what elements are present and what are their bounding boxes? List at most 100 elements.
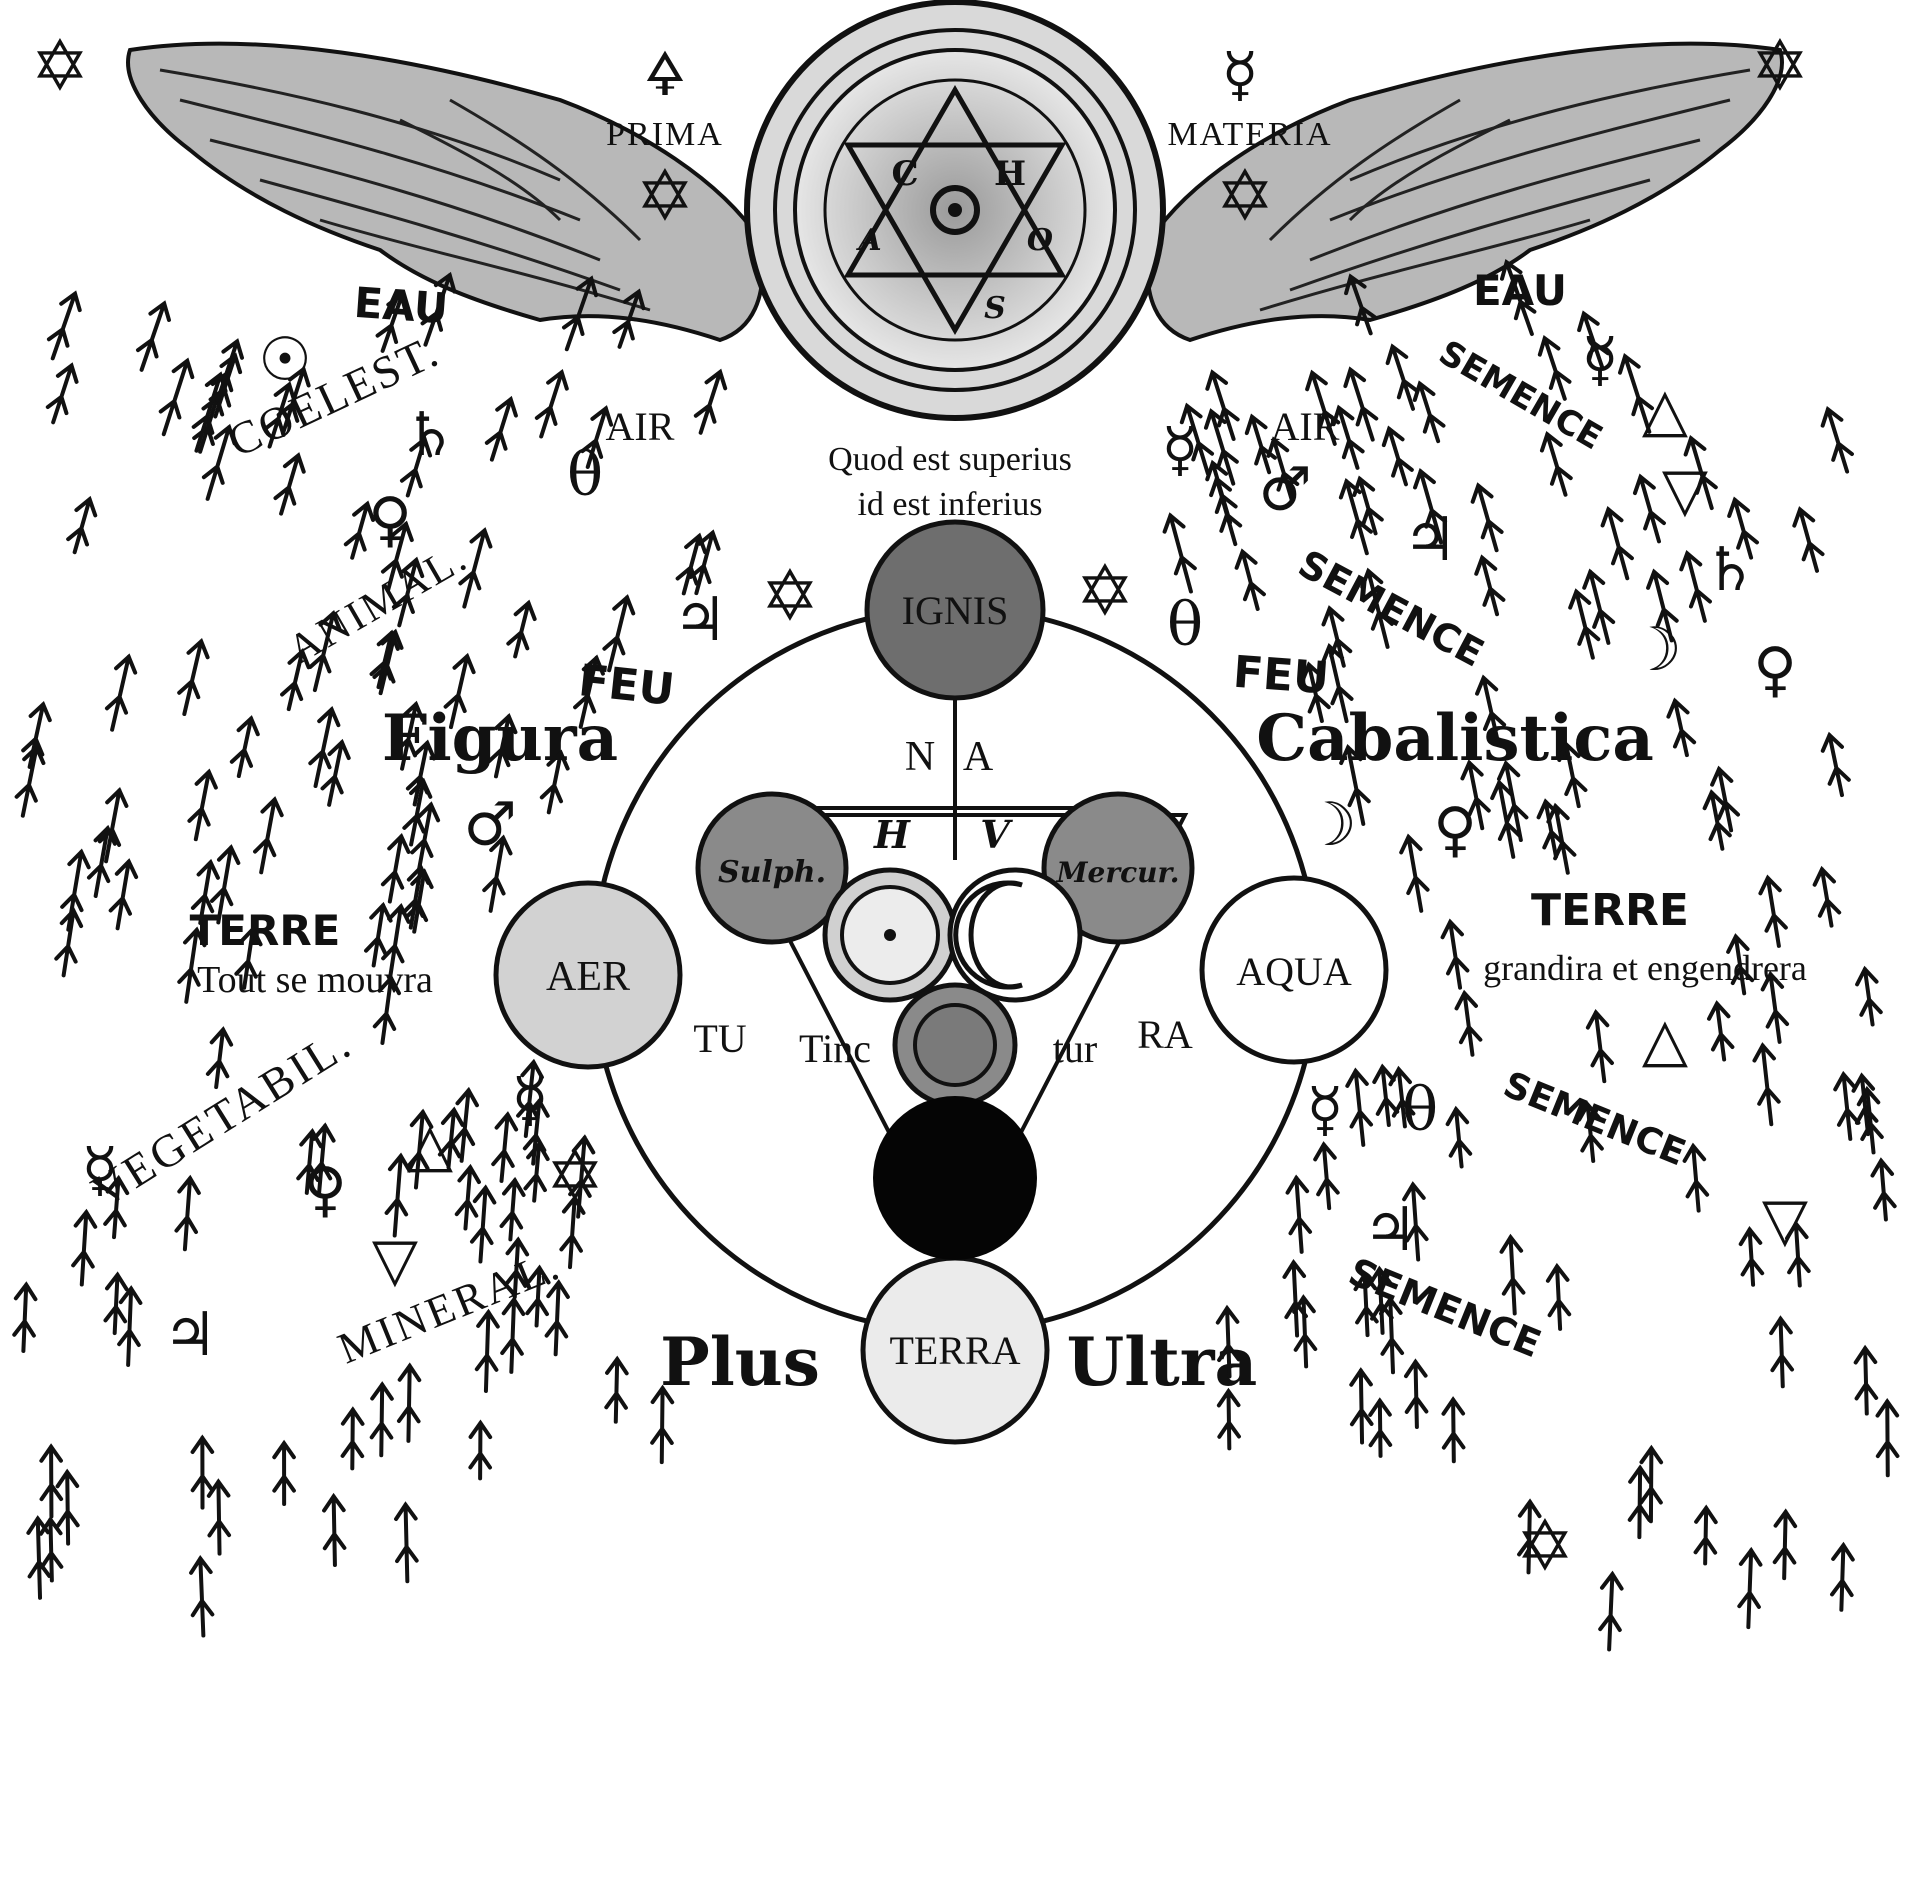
arrow-mark	[1399, 833, 1430, 913]
arrow-mark	[1679, 550, 1712, 623]
arrow-mark	[1856, 1085, 1884, 1155]
arrow-mark	[71, 1208, 98, 1287]
arrow-mark	[1726, 933, 1755, 996]
arrow-mark	[1305, 369, 1341, 446]
arrow-mark	[1875, 1398, 1900, 1478]
arrow-mark	[469, 1184, 497, 1264]
arrow-mark	[308, 706, 341, 789]
arrow-mark	[1368, 1397, 1393, 1458]
arrow-mark	[206, 1478, 232, 1556]
na-a-label: A	[963, 734, 994, 780]
theta-icon: θ	[1167, 590, 1203, 660]
arrow-mark	[1568, 588, 1601, 660]
arrow-mark	[1666, 697, 1697, 758]
arrow-mark	[468, 1419, 493, 1481]
na-n-label: N	[905, 734, 935, 780]
arrow-mark	[55, 1468, 80, 1546]
chaos-letter-c: C	[891, 154, 918, 194]
arrow-mark	[229, 715, 260, 779]
arrow-mark	[420, 271, 457, 347]
arrow-mark	[296, 1127, 323, 1195]
arrow-mark	[1162, 512, 1197, 594]
arrow-mark	[506, 599, 537, 659]
arrow-mark	[66, 495, 98, 555]
arrow-mark	[1737, 1546, 1763, 1630]
arrow-mark	[343, 500, 376, 560]
chaos-letter-o: O	[1027, 223, 1053, 258]
arrow-mark	[1851, 1072, 1879, 1137]
arrow-mark	[1368, 1265, 1394, 1335]
arrow-mark	[103, 1174, 130, 1240]
left-wing	[126, 41, 765, 343]
arrow-mark	[1321, 605, 1353, 668]
arrow-mark	[1855, 965, 1883, 1027]
chaos-letter-s: S	[984, 291, 1006, 326]
arrow-mark	[474, 1308, 500, 1393]
arrow-mark	[253, 796, 284, 875]
terra-disc: TERRA	[860, 1255, 1050, 1445]
arrow-mark	[1820, 405, 1854, 474]
arrow-mark	[544, 1279, 570, 1357]
arrow-mark	[364, 901, 393, 968]
arrow-mark	[491, 1111, 519, 1183]
arrow-mark	[1682, 1142, 1710, 1213]
hv-v-label: V	[980, 812, 1013, 857]
arrow-mark	[1285, 1174, 1313, 1254]
arrow-mark	[158, 357, 195, 437]
arrow-mark	[280, 648, 311, 712]
arrow-mark	[559, 1194, 586, 1270]
arrow-mark	[380, 520, 414, 593]
arrow-mark	[500, 1296, 526, 1374]
arrow-mark	[1338, 477, 1373, 556]
materia-label: MATERIA	[1167, 116, 1332, 153]
arrow-mark	[205, 1026, 234, 1090]
arrow-mark	[487, 713, 518, 779]
arrow-mark	[675, 532, 708, 596]
ignis-disc: IGNIS	[864, 519, 1046, 701]
arrow-mark	[1646, 568, 1679, 643]
arrow-mark	[1577, 310, 1610, 370]
arrow-mark	[1345, 1067, 1374, 1147]
theta-icon: θ	[567, 440, 603, 510]
arrow-mark	[523, 1140, 550, 1203]
arrow-mark	[1752, 1042, 1781, 1127]
arrow-mark	[322, 1492, 347, 1567]
hexagram-icon: ✡	[1216, 155, 1275, 237]
arrow-mark	[103, 1271, 129, 1336]
sulphur-icon: 🜍	[644, 40, 686, 110]
arrow-mark	[1234, 548, 1266, 611]
arrow-mark	[1404, 1358, 1429, 1429]
arrow-mark	[458, 527, 493, 609]
arrow-mark	[210, 844, 241, 925]
right-terre-label: TERRE	[1531, 885, 1689, 936]
arrow-mark	[1792, 506, 1825, 573]
arrow-mark	[1820, 731, 1851, 798]
arrow-mark	[208, 352, 243, 419]
arrow-mark	[393, 700, 425, 771]
arrow-mark	[1760, 970, 1790, 1044]
arrow-mark	[402, 777, 433, 847]
mercur-label: Mercur.	[1056, 856, 1180, 889]
arrow-mark	[46, 290, 82, 361]
triangle-up-icon: △	[1642, 1005, 1688, 1075]
jupiter-icon: ♃	[163, 1300, 217, 1370]
arrow-mark	[21, 701, 52, 769]
arrow-mark	[190, 1434, 215, 1510]
arrow-mark	[484, 395, 518, 462]
arrow-mark	[1413, 467, 1448, 545]
arrow-mark	[201, 423, 237, 501]
arrow-mark	[1830, 1541, 1855, 1612]
arrow-mark	[1343, 366, 1379, 442]
tinc-label: Tinc	[799, 1026, 871, 1071]
arrow-mark	[384, 1152, 412, 1238]
arrow-mark	[394, 1501, 419, 1584]
mercury-icon: ☿	[1222, 40, 1259, 110]
left-terre-label: TERRE	[190, 906, 341, 955]
tur-label: tur	[1053, 1026, 1097, 1071]
arrow-mark	[45, 362, 79, 425]
arrow-mark	[1702, 789, 1732, 851]
arrow-mark	[1557, 740, 1588, 809]
arrow-mark	[525, 1264, 551, 1328]
arrow-mark	[1205, 369, 1240, 441]
arrow-mark	[1320, 643, 1354, 724]
